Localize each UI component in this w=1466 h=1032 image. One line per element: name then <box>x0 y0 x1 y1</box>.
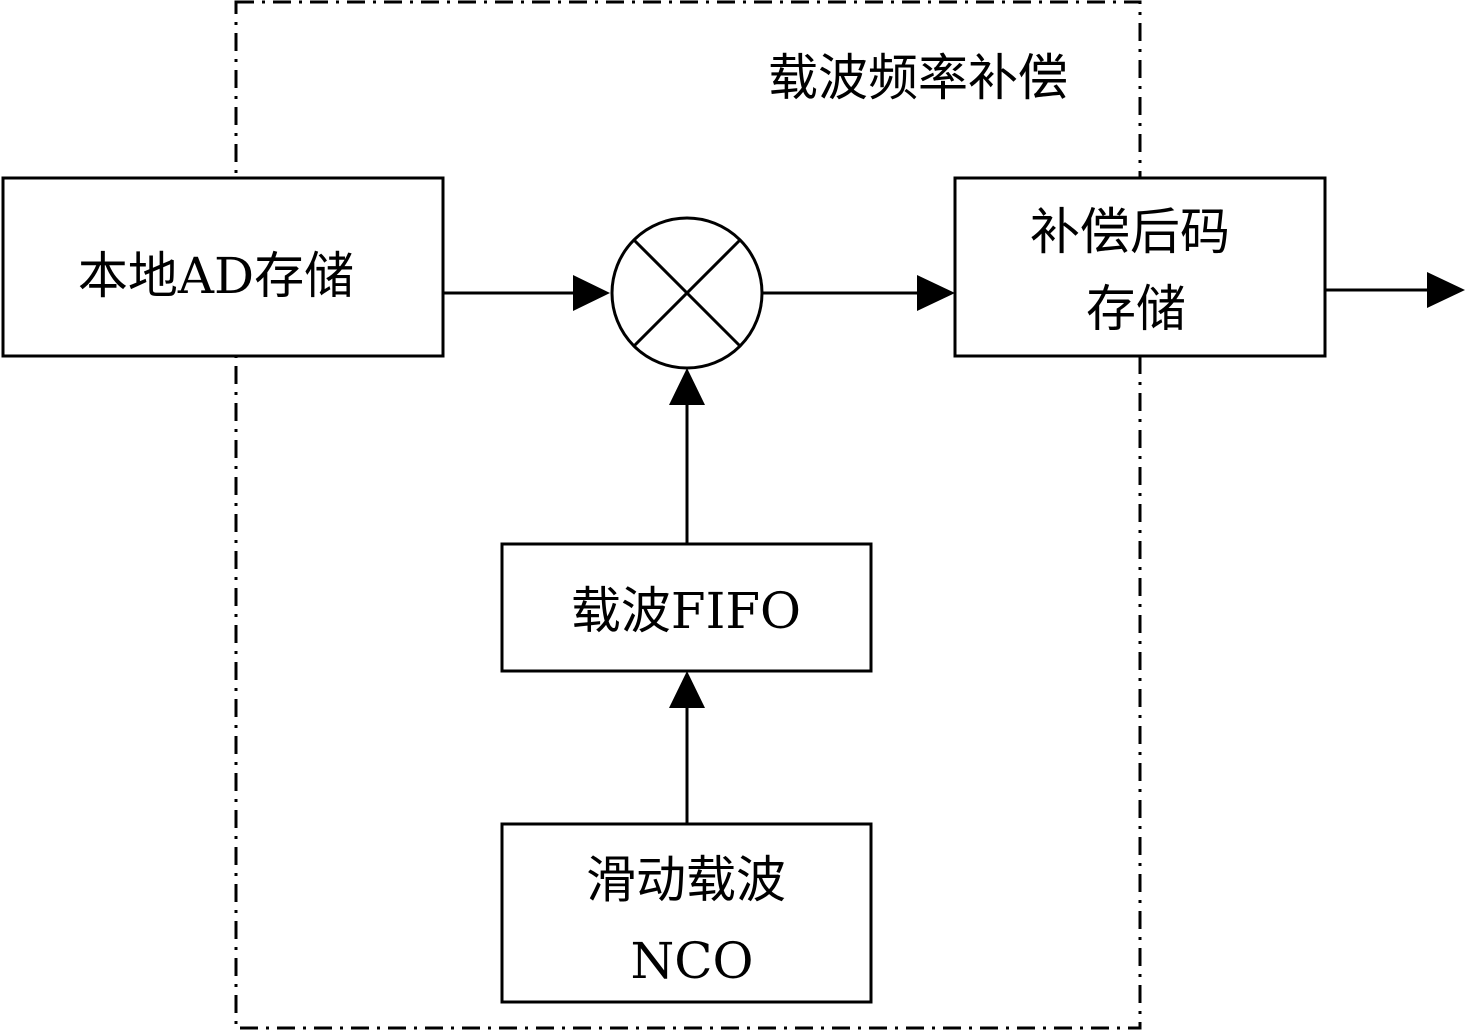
local-ad-storage-label: 本地AD存储 <box>78 247 354 305</box>
compensated-code-storage-block: 补偿后码 存储 <box>953 176 1327 358</box>
sliding-carrier-nco-block: 滑动载波 NCO <box>500 822 873 1004</box>
sliding-carrier-nco-label-line2: NCO <box>631 932 754 990</box>
compensation-region-label: 载波频率补偿 <box>768 49 1068 107</box>
arrow-fifo-to-mixer <box>669 368 705 544</box>
compensated-code-storage-label-line2: 存储 <box>1086 280 1186 338</box>
compensated-code-storage-label-line1: 补偿后码 <box>1030 203 1230 261</box>
local-ad-storage-block: 本地AD存储 <box>1 176 445 358</box>
arrow-output <box>1325 272 1465 308</box>
carrier-fifo-block: 载波FIFO <box>500 542 873 673</box>
compensation-region-boundary <box>234 0 1142 1030</box>
carrier-fifo-label: 载波FIFO <box>571 582 801 640</box>
arrow-nco-to-fifo <box>669 671 705 824</box>
mixer-cross-line-2 <box>632 238 742 348</box>
sliding-carrier-nco-label-line1: 滑动载波 <box>586 851 786 909</box>
mixer-multiplier <box>610 216 764 370</box>
arrow-ad-to-mixer <box>443 275 610 311</box>
arrow-mixer-to-compensated-storage <box>762 275 955 311</box>
